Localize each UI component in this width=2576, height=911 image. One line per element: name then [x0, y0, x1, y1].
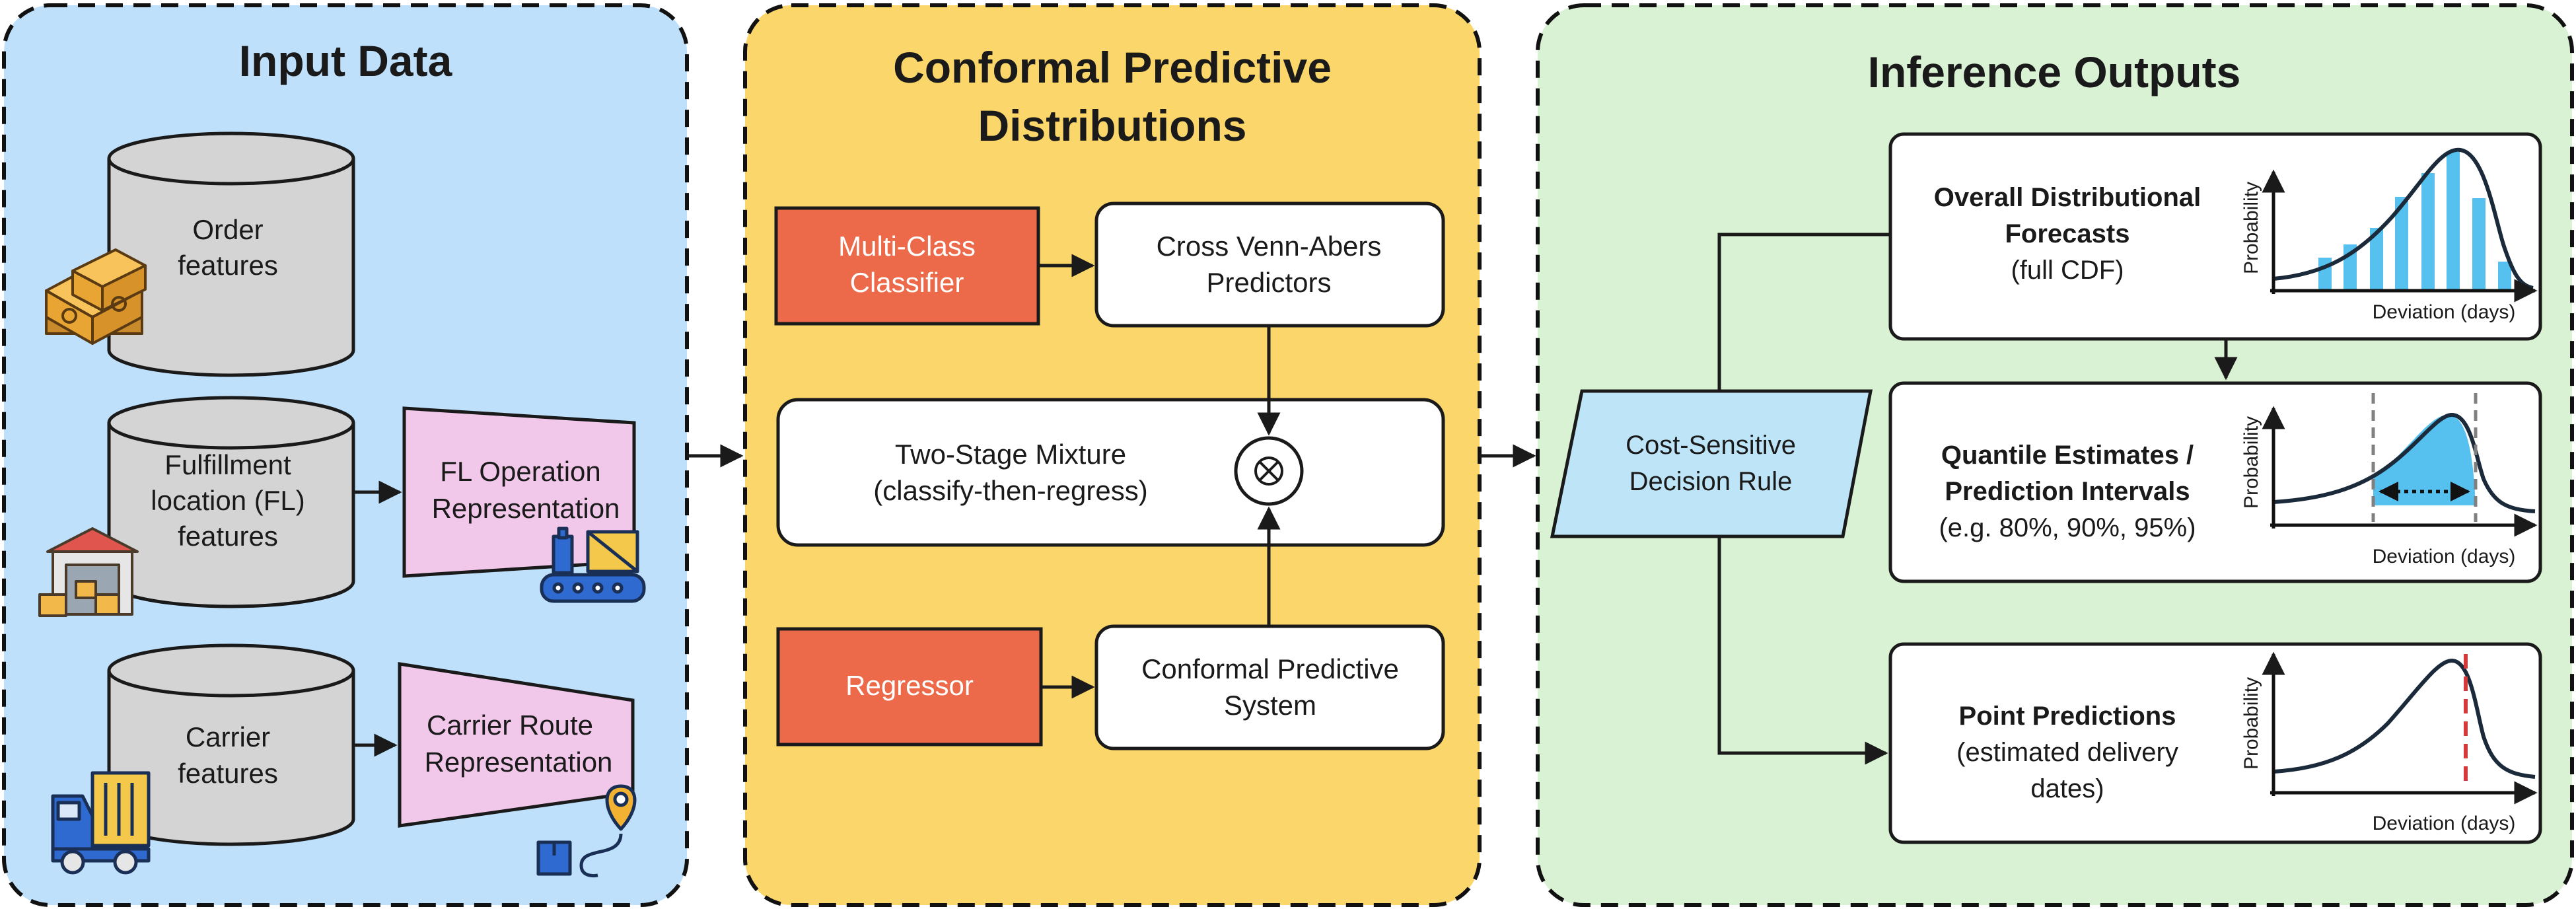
quantile-line3: (e.g. 80%, 90%, 95%) — [1939, 513, 2196, 542]
point-line2: (estimated delivery — [1956, 738, 2178, 767]
order-features-cylinder: Order features — [107, 131, 355, 377]
conveyor-robot-icon — [540, 527, 646, 603]
dist-x-label: Deviation (days) — [2373, 301, 2516, 323]
dist-y-label: Probability — [2240, 182, 2262, 274]
decision-rule-line2: Decision Rule — [1629, 467, 1793, 496]
delivery-truck-icon — [51, 771, 151, 875]
input-data-title: Input Data — [239, 36, 453, 85]
boxes-icon — [45, 248, 147, 345]
cross-venn-abers-box: Cross Venn-Abers Predictors — [1094, 201, 1445, 328]
multi-class-classifier-box: Multi-Class Classifier — [774, 206, 1040, 326]
quant-y-label: Probability — [2240, 416, 2262, 509]
fl-repr-line1: FL Operation — [440, 456, 601, 487]
distributional-line2: Forecasts — [2005, 219, 2130, 248]
connector-to-distributional — [1717, 233, 1889, 391]
point-line3: dates) — [2030, 774, 2104, 803]
venn-abers-line2: Predictors — [1206, 267, 1331, 298]
connector-to-point — [1717, 536, 1888, 765]
distributional-forecasts-box: Overall Distributional Forecasts (full C… — [1888, 132, 2542, 341]
conformal-predictive-system-box: Conformal Predictive System — [1094, 624, 1445, 750]
fulfillment-features-line2: location (FL) — [151, 485, 304, 516]
point-predictions-box: Point Predictions (estimated delivery da… — [1888, 642, 2542, 844]
distributional-line3: (full CDF) — [2011, 256, 2124, 285]
carrier-features-line1: Carrier — [186, 721, 270, 752]
histogram-bars — [2318, 152, 2511, 289]
carrier-repr-line1: Carrier Route — [427, 710, 593, 741]
fl-repr-line2: Representation — [432, 493, 620, 524]
distributional-line1: Overall Distributional — [1934, 183, 2201, 212]
cps-line1: Conformal Predictive — [1141, 653, 1399, 684]
order-features-line2: features — [178, 250, 278, 281]
quantile-estimates-box: Quantile Estimates / Prediction Interval… — [1888, 381, 2542, 583]
quantile-line1: Quantile Estimates / — [1941, 441, 2194, 470]
classifier-line2: Classifier — [850, 267, 964, 298]
fulfillment-features-cylinder: Fulfillment location (FL) features — [107, 396, 355, 608]
point-y-label: Probability — [2240, 677, 2262, 770]
point-curve — [2273, 658, 2536, 779]
classifier-line1: Multi-Class — [838, 231, 976, 262]
point-x-label: Deviation (days) — [2373, 813, 2516, 834]
warehouse-icon — [38, 527, 139, 617]
point-line1: Point Predictions — [1959, 702, 2176, 731]
decision-rule-line1: Cost-Sensitive — [1626, 431, 1796, 460]
distribution-curve — [2273, 147, 2534, 290]
quant-x-label: Deviation (days) — [2373, 546, 2516, 567]
regressor-box: Regressor — [776, 627, 1043, 747]
mixture-line2: (classify-then-regress) — [873, 475, 1147, 506]
carrier-features-cylinder: Carrier features — [107, 643, 355, 846]
carrier-repr-line2: Representation — [425, 747, 613, 778]
venn-abers-line1: Cross Venn-Abers — [1157, 231, 1382, 262]
decision-rule-box: Cost-Sensitive Decision Rule — [1550, 389, 1873, 538]
order-features-line1: Order — [192, 214, 263, 245]
quantile-line2: Prediction Intervals — [1945, 477, 2190, 506]
carrier-features-line2: features — [178, 758, 278, 789]
route-pin-icon — [536, 784, 637, 878]
inference-outputs-title: Inference Outputs — [1868, 48, 2241, 96]
cpd-title-line1: Conformal Predictive — [893, 43, 1332, 92]
interval-curve — [2273, 412, 2536, 513]
cpd-title-line2: Distributions — [978, 101, 1247, 150]
fulfillment-features-line1: Fulfillment — [164, 449, 291, 480]
cps-line2: System — [1224, 690, 1316, 721]
mixture-line1: Two-Stage Mixture — [895, 439, 1126, 470]
fulfillment-features-line3: features — [178, 521, 278, 552]
two-stage-mixture-box: Two-Stage Mixture (classify-then-regress… — [776, 398, 1445, 547]
regressor-label: Regressor — [845, 670, 974, 701]
